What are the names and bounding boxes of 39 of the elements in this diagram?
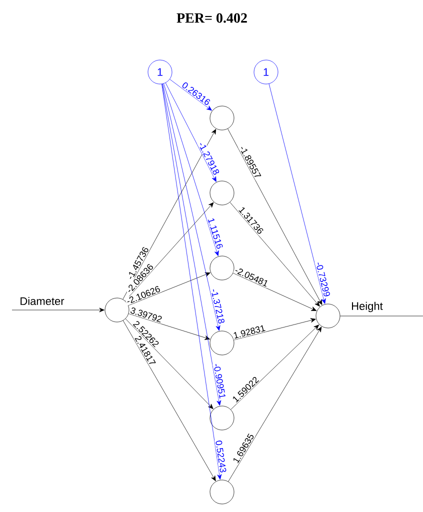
arrow bbox=[162, 84, 220, 331]
variable-label: Height bbox=[352, 302, 383, 312]
edge-label: 3.39792 bbox=[128, 306, 164, 324]
arrow bbox=[163, 83, 219, 256]
arrow bbox=[230, 202, 320, 307]
arrow bbox=[268, 84, 326, 304]
neuron-circle bbox=[210, 180, 234, 206]
arrow bbox=[128, 272, 210, 306]
edge-label: -0.73299 bbox=[314, 260, 332, 298]
edge-label: 1.11516 bbox=[206, 216, 224, 251]
arrow bbox=[12, 308, 104, 312]
arrow bbox=[170, 79, 212, 111]
arrow bbox=[232, 272, 317, 311]
arrow bbox=[122, 320, 216, 482]
arrow bbox=[162, 84, 222, 480]
arrow bbox=[165, 82, 216, 182]
neuron-circle bbox=[210, 330, 234, 356]
arrow bbox=[128, 313, 210, 340]
edge-label: 1.92831 bbox=[232, 324, 267, 340]
arrow bbox=[228, 326, 322, 482]
arrow bbox=[125, 318, 214, 410]
chart-title: PER= 0.402 bbox=[176, 13, 247, 23]
arrow bbox=[124, 202, 214, 302]
edge-label: -0.90951 bbox=[212, 362, 227, 400]
arrow bbox=[234, 318, 316, 340]
neuron-circle bbox=[210, 480, 234, 504]
neuron-circle bbox=[210, 106, 234, 130]
arrow bbox=[228, 128, 322, 305]
bias-node: 1 bbox=[148, 60, 172, 84]
arrow bbox=[230, 324, 320, 410]
neuron-circle bbox=[316, 304, 340, 328]
arrow bbox=[122, 128, 216, 300]
neuron-circle bbox=[210, 256, 234, 280]
edge-label: 0.52243 bbox=[214, 439, 228, 474]
arrow bbox=[162, 84, 222, 406]
bias-node: 1 bbox=[254, 60, 278, 84]
edge-label: -1.37218 bbox=[210, 287, 226, 326]
variable-label: Diameter bbox=[20, 296, 64, 306]
neuron-circle bbox=[210, 406, 234, 430]
